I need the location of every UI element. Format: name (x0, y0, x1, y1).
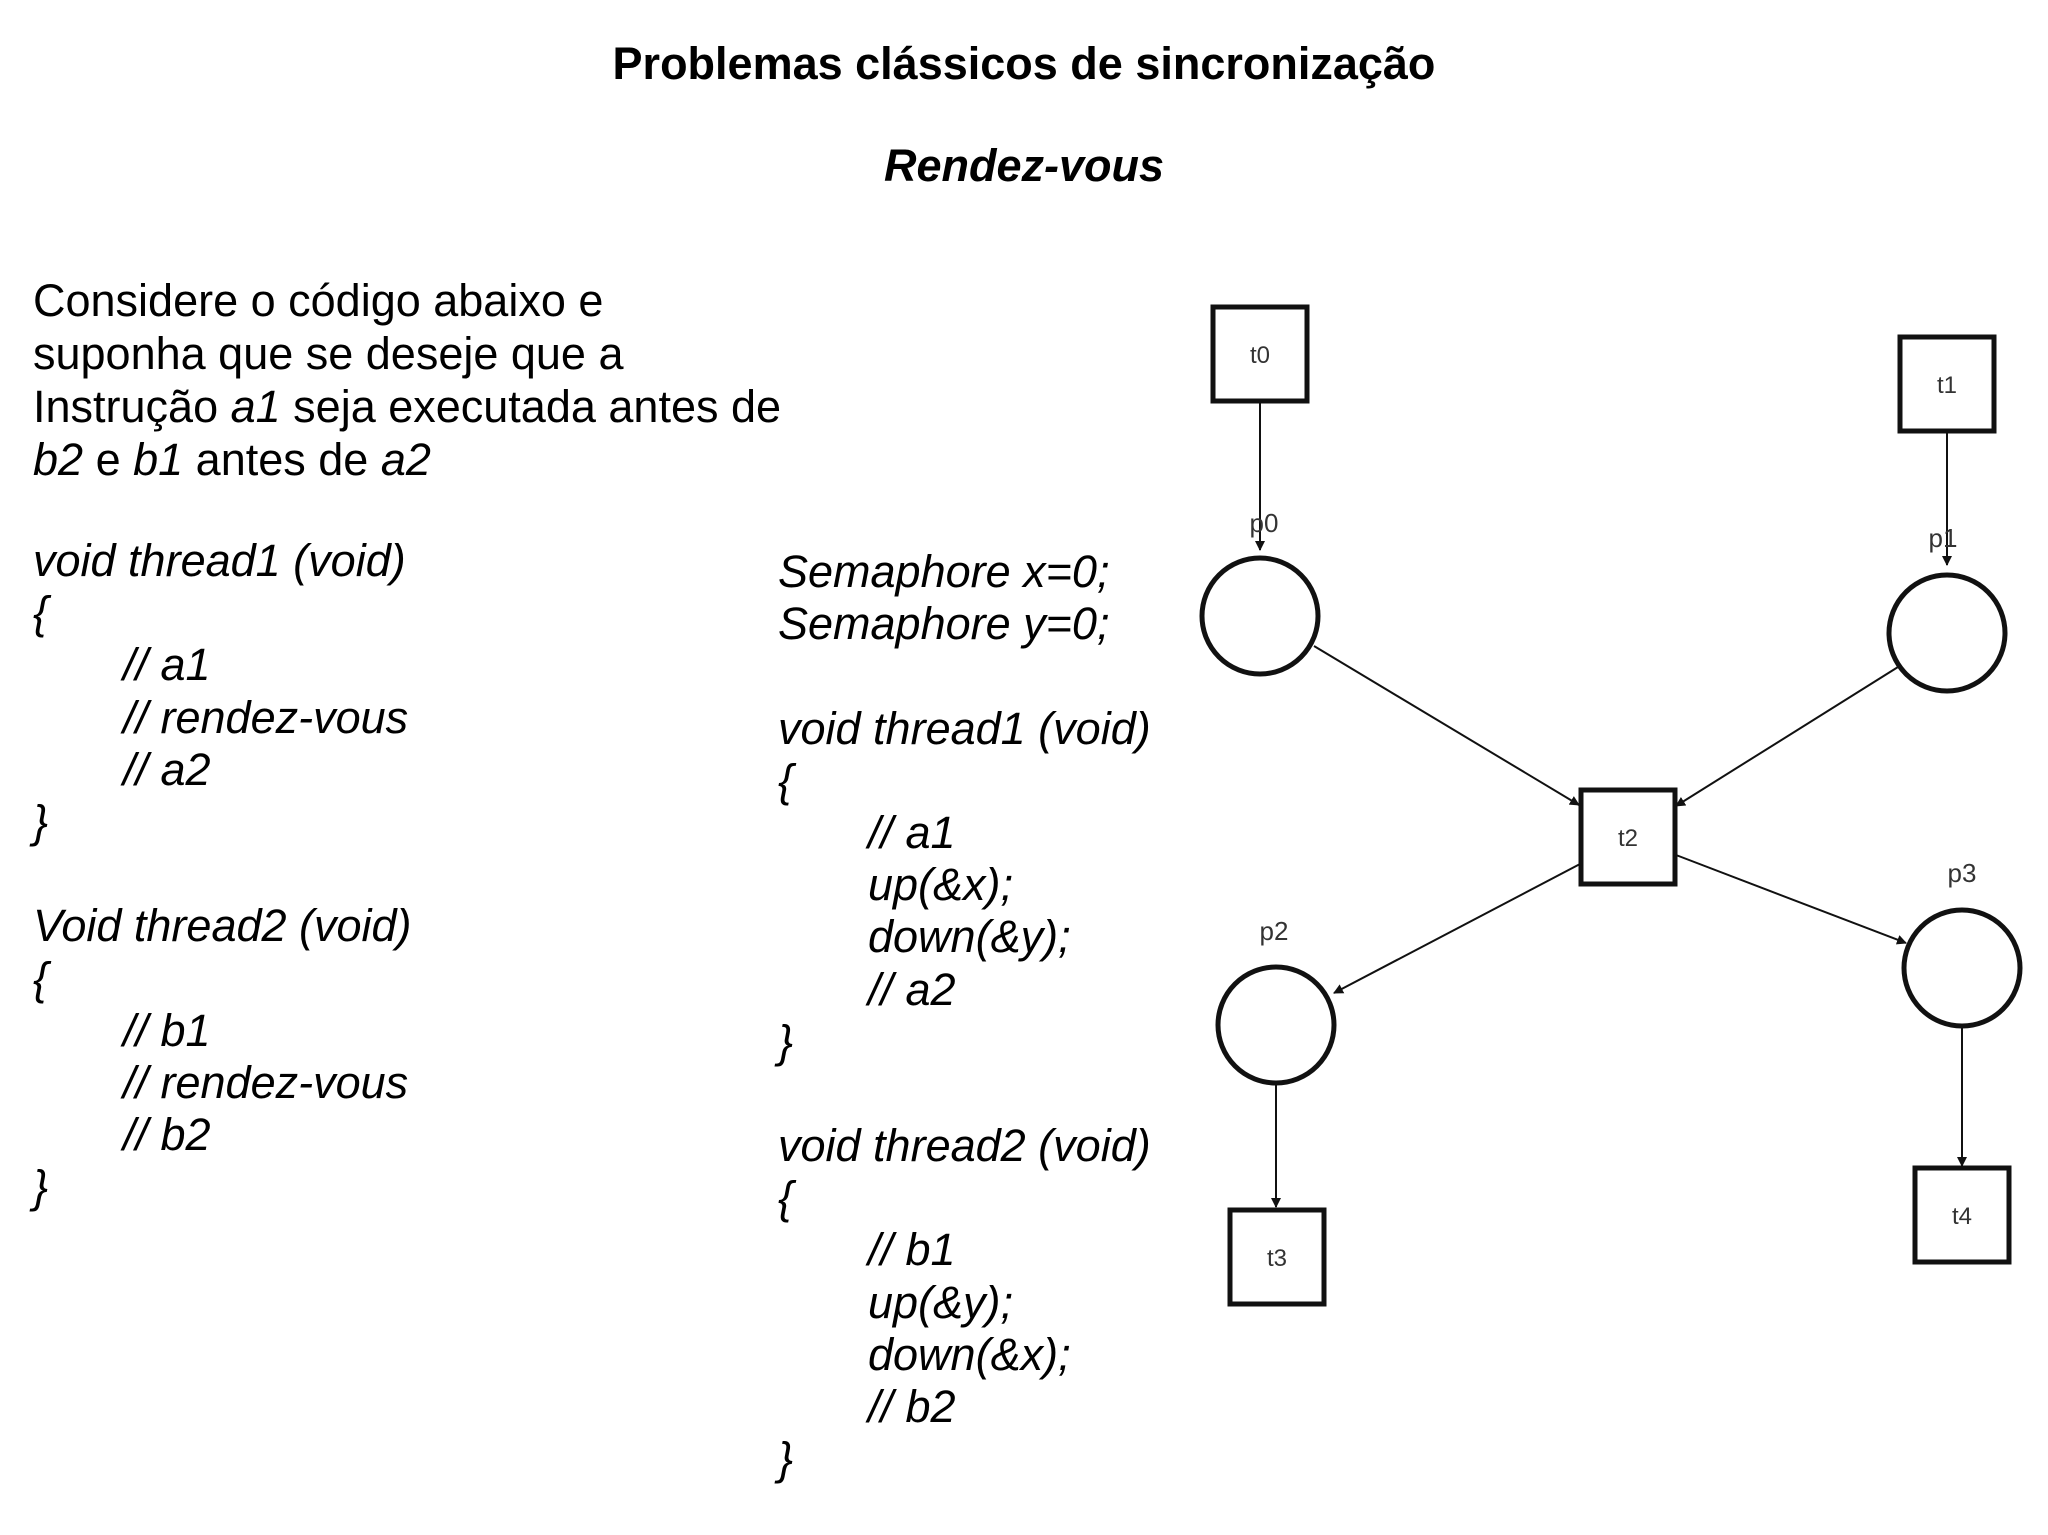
code-line: { (778, 1172, 794, 1224)
instruction-ref: b2 (33, 434, 84, 485)
arc-p0-t2 (1313, 645, 1580, 806)
arc-p1-t2 (1675, 666, 1899, 807)
instruction-ref: b1 (133, 434, 184, 485)
code-line: up(&y); (868, 1276, 1014, 1328)
intro-line: Instrução a1 seja executada antes de (33, 380, 833, 433)
code-line: down(&y); (868, 911, 1071, 963)
code-line: // rendez-vous (123, 1056, 409, 1108)
code-line: // b1 (868, 1224, 956, 1276)
arc-t2-p3 (1675, 854, 1907, 945)
code-line: // a1 (123, 639, 211, 691)
transition-label: t3 (1267, 1245, 1287, 1272)
code-line: Semaphore x=0; (778, 546, 1110, 597)
transition-label: t0 (1250, 342, 1270, 369)
arc-t2-p2 (1333, 863, 1581, 994)
place-label: p2 (1260, 916, 1289, 946)
intro-line: Considere o código abaixo e (33, 275, 604, 326)
intro-line: b2 e b1 antes de a2 (33, 433, 833, 486)
code-line: } (778, 1015, 794, 1067)
intro-text: e (83, 434, 134, 485)
code-line: // rendez-vous (123, 691, 409, 743)
place-label: p3 (1948, 858, 1977, 888)
intro-text: seja executada antes de (280, 381, 782, 432)
code-line: up(&x); (868, 859, 1014, 911)
transition-label: t4 (1952, 1203, 1972, 1230)
transition-t2 (1578, 787, 1678, 887)
place-p2 (1215, 964, 1337, 1086)
code-line: // a2 (868, 963, 956, 1015)
code-line: } (33, 1161, 49, 1213)
instruction-ref: a2 (380, 434, 431, 485)
place-p0 (1199, 555, 1321, 677)
code-line: void thread1 (void) (33, 535, 406, 586)
transition-label: t1 (1937, 372, 1957, 399)
code-line: } (33, 795, 49, 847)
code-line: void thread2 (void) (778, 1120, 1151, 1172)
instruction-ref: a1 (230, 381, 281, 432)
place-label: p0 (1250, 508, 1279, 538)
code-line: // b1 (123, 1004, 211, 1056)
code-line: // b2 (868, 1381, 956, 1432)
transition-label: t2 (1618, 825, 1638, 852)
code-line: Void thread2 (void) (33, 900, 412, 952)
page-title: Problemas clássicos de sincronização (612, 38, 1436, 89)
code-line: // b2 (123, 1109, 211, 1161)
code-line: { (778, 754, 794, 806)
place-p3 (1901, 907, 2023, 1029)
place-p1 (1886, 572, 2008, 694)
code-line: } (778, 1433, 794, 1485)
code-line: // a1 (868, 806, 956, 858)
code-line: // a2 (123, 743, 211, 795)
transition-t3 (1227, 1207, 1327, 1307)
transition-t4 (1912, 1165, 2012, 1265)
code-line: void thread1 (void) (778, 702, 1151, 754)
transition-t1 (1897, 334, 1997, 434)
intro-text: Instrução (33, 381, 231, 432)
intro-line: suponha que se deseje que a (33, 328, 624, 379)
intro-text: antes de (183, 434, 381, 485)
transition-t0 (1210, 304, 1310, 404)
page-subtitle: Rendez-vous (883, 140, 1165, 191)
solution-code-block: Semaphore x=0; Semaphore y=0; void threa… (778, 546, 1151, 1485)
intro-paragraph: Considere o código abaixo e suponha que … (33, 274, 833, 486)
code-line: { (33, 952, 49, 1004)
code-line: Semaphore y=0; (778, 598, 1110, 650)
place-label: p1 (1929, 523, 1958, 553)
problem-code-block: void thread1 (void) { // a1 // rendez-vo… (33, 535, 412, 1213)
code-line: { (33, 587, 49, 639)
code-line: down(&x); (868, 1328, 1071, 1380)
